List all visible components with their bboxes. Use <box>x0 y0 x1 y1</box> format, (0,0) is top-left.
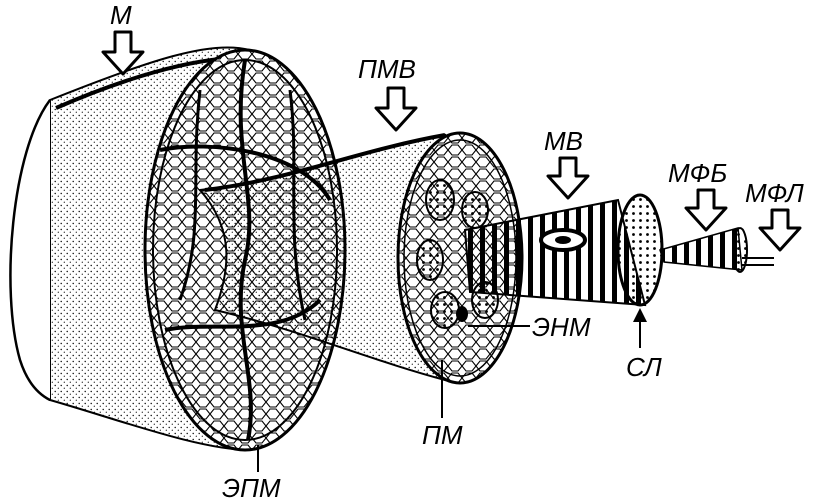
myofilaments <box>742 257 774 266</box>
label-mfb: МФБ <box>668 158 727 188</box>
label-sl: СЛ <box>626 352 662 382</box>
arrow-mfl-icon <box>758 208 802 252</box>
bundle-cross-section <box>396 131 524 385</box>
label-enm: ЭНМ <box>532 312 591 342</box>
label-mv: МВ <box>544 126 583 156</box>
label-pm: ПМ <box>422 420 463 450</box>
muscle-bundle-tube <box>197 133 446 382</box>
arrow-mfb-icon <box>684 188 728 232</box>
muscle-fiber <box>463 193 664 307</box>
label-epm: ЭПМ <box>222 473 281 501</box>
myofibril <box>659 227 748 273</box>
arrow-mv-icon <box>546 156 590 200</box>
label-m: М <box>110 0 132 30</box>
label-mfl: МФЛ <box>745 178 804 208</box>
arrow-pmv-icon <box>374 86 418 132</box>
sl-arrow-head-icon <box>633 308 647 322</box>
label-pmv: ПМВ <box>358 54 416 84</box>
arrow-m-icon <box>101 30 145 76</box>
